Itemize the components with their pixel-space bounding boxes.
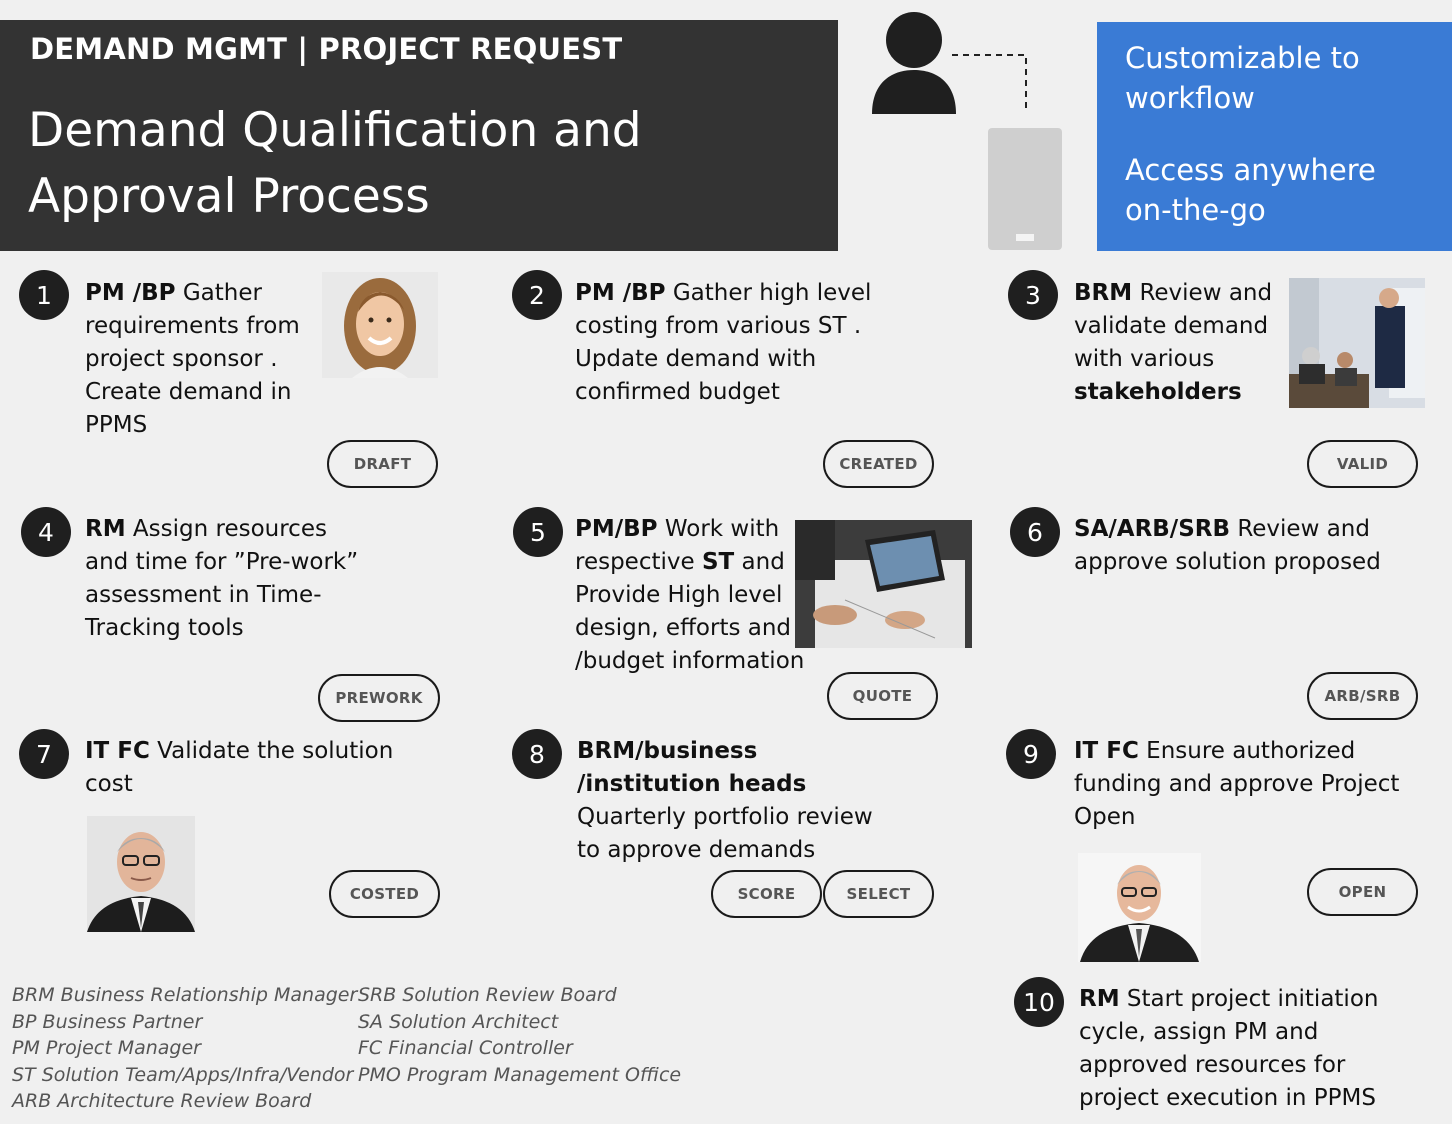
- step-number-3: 3: [1008, 270, 1058, 320]
- step-10-role: RM: [1079, 986, 1120, 1012]
- woman-photo: [322, 272, 438, 378]
- step-number-6: 6: [1010, 507, 1060, 557]
- step-7-role: IT FC: [85, 738, 150, 764]
- step-1-description: Gather requirements from project sponsor…: [85, 280, 300, 438]
- step-number-7: 7: [19, 729, 69, 779]
- legend-item: PMO Program Management Office: [358, 1063, 682, 1086]
- step-9-text: IT FC Ensure authorized funding and appr…: [1074, 735, 1409, 834]
- step-8-role: BRM/business /institution heads: [577, 738, 807, 797]
- page-title-line1: Demand Qualification and: [28, 103, 642, 158]
- step-4-text: RM Assign resources and time for ”Pre-wo…: [85, 513, 370, 645]
- status-badge-created: CREATED: [823, 440, 934, 488]
- page-title: Demand Qualification and Approval Proces…: [28, 98, 728, 230]
- step-4-role: RM: [85, 516, 126, 542]
- status-badge-arb-srb: ARB/SRB: [1307, 672, 1418, 720]
- team-collaboration-photo: [795, 520, 972, 648]
- step-7-description: Validate the solution cost: [85, 738, 394, 797]
- status-badge-score: SCORE: [711, 870, 822, 918]
- status-badge-open: OPEN: [1307, 868, 1418, 916]
- step-9-description: Ensure authorized funding and approve Pr…: [1074, 738, 1400, 830]
- status-badge-quote: QUOTE: [827, 672, 938, 720]
- step-number-9: 9: [1006, 729, 1056, 779]
- page-title-line2: Approval Process: [28, 169, 430, 224]
- step-number-2: 2: [512, 270, 562, 320]
- step-3-stakeholders: stakeholders: [1074, 379, 1242, 405]
- step-number-1: 1: [19, 270, 69, 320]
- step-6-description: Review and approve solution proposed: [1074, 516, 1381, 575]
- acronym-legend-right: SRB Solution Review Board SA Solution Ar…: [358, 982, 681, 1088]
- legend-item: SA Solution Architect: [358, 1010, 559, 1033]
- step-5-description: Work with respective: [575, 516, 780, 575]
- step-2-role: PM /BP: [575, 280, 666, 306]
- status-badge-prework: PREWORK: [318, 674, 440, 722]
- legend-item: ST Solution Team/Apps/Infra/Vendor: [12, 1063, 354, 1086]
- step-5-st: ST: [701, 549, 735, 575]
- smiling-man-photo: [1078, 853, 1201, 962]
- step-10-description: Start project initiation cycle, assign P…: [1079, 986, 1379, 1111]
- status-badge-select: SELECT: [823, 870, 934, 918]
- step-number-4: 4: [21, 507, 71, 557]
- person-icon: [872, 12, 956, 114]
- step-9-role: IT FC: [1074, 738, 1139, 764]
- step-7-text: IT FC Validate the solution cost: [85, 735, 395, 801]
- legend-item: SRB Solution Review Board: [358, 984, 617, 1006]
- step-3-description: Review and validate demand with various: [1074, 280, 1273, 372]
- step-2-text: PM /BP Gather high level costing from va…: [575, 277, 875, 409]
- status-badge-costed: COSTED: [329, 870, 440, 918]
- dashed-connector: [952, 54, 1027, 113]
- legend-item: ARB Architecture Review Board: [12, 1090, 312, 1112]
- step-1-text: PM /BP Gather requirements from project …: [85, 277, 310, 442]
- step-3-text: BRM Review and validate demand with vari…: [1074, 277, 1284, 409]
- legend-item: FC Financial Controller: [358, 1037, 573, 1059]
- step-2-description: Gather high level costing from various S…: [575, 280, 872, 405]
- step-5-role: PM/BP: [575, 516, 658, 542]
- status-badge-valid: VALID: [1307, 440, 1418, 488]
- status-badge-draft: DRAFT: [327, 440, 438, 488]
- acronym-legend-left: BRM Business Relationship Manager BP Bus…: [12, 982, 357, 1115]
- header-kicker: DEMAND MGMT | PROJECT REQUEST: [30, 32, 623, 66]
- callout-customizable: Customizable to workflow: [1125, 41, 1360, 115]
- step-6-role: SA/ARB/SRB: [1074, 516, 1231, 542]
- man-portrait-photo: [87, 816, 195, 932]
- legend-item: BP Business Partner: [12, 1010, 203, 1033]
- step-1-role: PM /BP: [85, 280, 176, 306]
- legend-item: BRM Business Relationship Manager: [12, 984, 358, 1006]
- step-8-text: BRM/business /institution heads Quarterl…: [577, 735, 897, 867]
- step-6-text: SA/ARB/SRB Review and approve solution p…: [1074, 513, 1404, 579]
- feature-callout: Customizable to workflow Access anywhere…: [1097, 22, 1452, 251]
- step-3-role: BRM: [1074, 280, 1133, 306]
- business-meeting-photo: [1289, 278, 1425, 408]
- step-8-description: Quarterly portfolio review to approve de…: [577, 804, 873, 863]
- step-number-10: 10: [1014, 977, 1064, 1027]
- step-10-text: RM Start project initiation cycle, assig…: [1079, 983, 1389, 1115]
- legend-item: PM Project Manager: [12, 1037, 201, 1059]
- step-number-5: 5: [513, 507, 563, 557]
- callout-access-anywhere: Access anywhere on-the-go: [1125, 153, 1376, 227]
- header-banner: DEMAND MGMT | PROJECT REQUEST Demand Qua…: [0, 20, 838, 251]
- step-number-8: 8: [512, 729, 562, 779]
- mobile-phone-icon: [988, 128, 1062, 250]
- step-4-description: Assign resources and time for ”Pre-work”…: [85, 516, 359, 641]
